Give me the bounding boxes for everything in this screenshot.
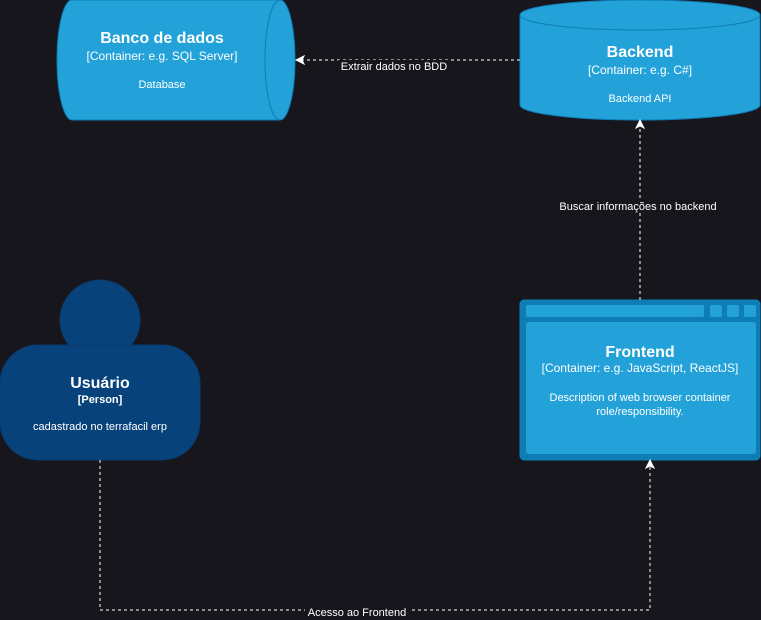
backend-description: Backend API <box>609 93 672 105</box>
edge-frontend-to-backend-label-bg <box>557 199 723 213</box>
frontend-node[interactable]: Frontend [Container: e.g. JavaScript, Re… <box>519 299 761 461</box>
database-description: Database <box>138 79 185 91</box>
person-node[interactable]: Usuário [Person] cadastrado no terrafaci… <box>0 279 201 461</box>
database-type: [Container: e.g. SQL Server] <box>87 49 238 63</box>
frontend-address-bar <box>526 305 704 317</box>
backend-type: [Container: e.g. C#] <box>588 63 692 77</box>
frontend-type: [Container: e.g. JavaScript, ReactJS] <box>542 361 739 375</box>
edge-frontend-to-backend-label: Buscar informações no backend <box>559 201 716 213</box>
person-title: Usuário <box>70 375 130 392</box>
person-type: [Person] <box>78 394 123 406</box>
edge-person-to-frontend-label: Acesso ao Frontend <box>308 607 406 619</box>
database-node[interactable]: Banco de dados [Container: e.g. SQL Serv… <box>56 0 296 121</box>
backend-cylinder-rim <box>519 14 761 31</box>
frontend-title: Frontend <box>605 344 674 361</box>
backend-node[interactable]: Backend [Container: e.g. C#] Backend API <box>519 0 761 121</box>
edge-person-to-frontend-arrow-icon <box>644 458 656 470</box>
database-title: Banco de dados <box>100 30 224 47</box>
backend-title: Backend <box>607 44 674 61</box>
edge-frontend-to-backend[interactable]: Buscar informações no backend <box>557 118 723 300</box>
edge-backend-to-database-label-bg <box>338 60 450 73</box>
edge-backend-to-database-label: Extrair dados no BDD <box>341 61 447 73</box>
frontend-window-button-3-icon <box>744 305 756 317</box>
backend-cylinder-shape <box>519 0 761 121</box>
edge-backend-to-database[interactable]: Extrair dados no BDD <box>294 54 520 73</box>
edge-frontend-to-backend-arrow-icon <box>634 118 646 130</box>
edge-person-to-frontend[interactable]: Acesso ao Frontend <box>99 458 656 620</box>
database-cylinder-rim <box>264 0 281 121</box>
edge-person-to-frontend-label-bg <box>305 606 409 620</box>
edge-backend-to-database-arrow-icon <box>294 54 306 66</box>
edge-person-to-frontend-line <box>99 460 651 611</box>
person-description: cadastrado no terrafacil erp <box>33 421 167 433</box>
frontend-window-button-2-icon <box>727 305 739 317</box>
frontend-content-area <box>526 322 756 454</box>
frontend-description-line1: Description of web browser container <box>550 392 731 404</box>
frontend-description-line2: role/responsibility. <box>596 406 683 418</box>
frontend-window-button-1-icon <box>710 305 722 317</box>
